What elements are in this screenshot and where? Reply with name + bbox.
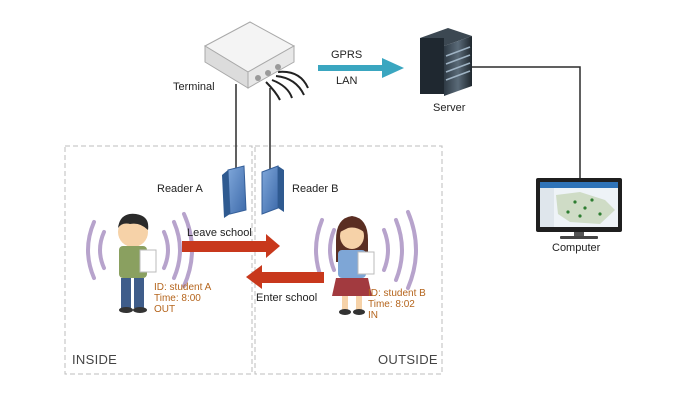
reader-b-device xyxy=(261,165,284,215)
student-b-time: Time: 8:02 xyxy=(368,299,415,310)
reader-a-label: Reader A xyxy=(157,183,203,195)
student-a-id: ID: student A xyxy=(154,282,212,293)
reader-b-label: Reader B xyxy=(292,183,339,195)
leave-school-arrow xyxy=(182,234,280,258)
student-a-status: OUT xyxy=(154,304,176,315)
student-b-figure xyxy=(332,216,375,315)
outside-zone-border xyxy=(254,145,443,375)
lan-label: LAN xyxy=(336,75,358,87)
student-b-id: ID: student B xyxy=(368,288,426,299)
server-label: Server xyxy=(433,102,466,114)
inside-zone-border xyxy=(64,145,253,375)
computer-label: Computer xyxy=(552,242,601,254)
inside-zone-label: INSIDE xyxy=(72,352,118,367)
terminal-label: Terminal xyxy=(173,81,215,93)
reader-cables xyxy=(235,84,271,170)
enter-school-arrow xyxy=(246,265,324,289)
gprs-label: GPRS xyxy=(331,49,363,61)
computer-icon xyxy=(536,178,622,239)
student-a-figure xyxy=(118,213,157,313)
terminal-device xyxy=(203,21,309,101)
server-icon xyxy=(420,28,472,96)
enter-school-label: Enter school xyxy=(256,292,318,304)
student-a-time: Time: 8:00 xyxy=(154,293,201,304)
network-arrow xyxy=(318,58,404,78)
student-b-record: ID: student B Time: 8:02 IN xyxy=(368,288,426,321)
leave-school-label: Leave school xyxy=(187,227,252,239)
student-a-record: ID: student A Time: 8:00 OUT xyxy=(154,282,211,315)
student-b-status: IN xyxy=(368,310,378,321)
server-computer-link xyxy=(470,66,581,178)
reader-a-device xyxy=(222,165,247,218)
outside-zone-label: OUTSIDE xyxy=(378,352,438,367)
